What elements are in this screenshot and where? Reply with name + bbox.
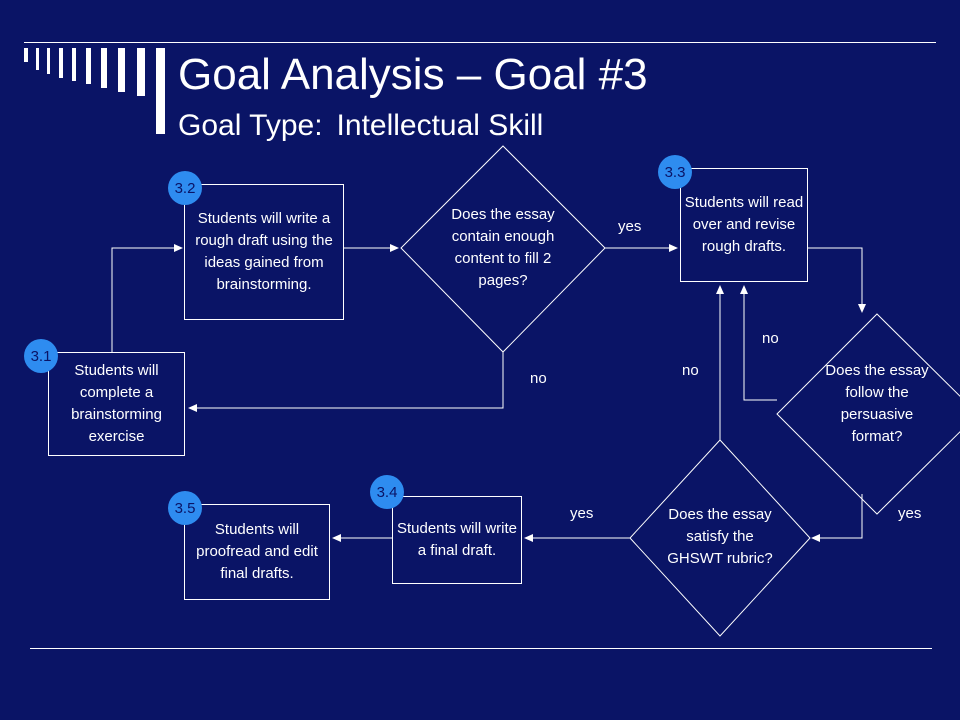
step-3-3-badge: 3.3 (658, 155, 692, 189)
step-3-3-box: Students will read over and revise rough… (680, 168, 808, 282)
decision-diamond-2 (776, 313, 960, 515)
slide-subtitle: Goal Type: Intellectual Skill (178, 108, 543, 144)
connector-decision-2-no (740, 285, 777, 401)
label-decision-3-no: no (682, 362, 699, 379)
label-decision-1-no: no (530, 370, 547, 387)
bottom-rule (30, 648, 932, 649)
label-decision-3-yes: yes (570, 505, 594, 522)
decision-3-text: Does the essay satisfy the GHSWT rubric? (667, 506, 773, 567)
slide-title: Goal Analysis – Goal #3 (178, 50, 648, 99)
step-3-4-text: Students will write a final draft. (396, 520, 518, 559)
connector-3-3-to-decision-2 (808, 247, 866, 313)
step-3-5-box: Students will proofread and edit final d… (184, 504, 330, 600)
step-3-2-text: Students will write a rough draft using … (195, 210, 333, 293)
step-3-1-badge: 3.1 (24, 339, 58, 373)
decision-2-text: Does the essay follow the persuasive for… (825, 362, 929, 445)
connector-3-1-to-3-2 (111, 244, 183, 352)
step-3-5-text: Students will proofread and edit final d… (196, 521, 318, 582)
connector-decision-2-yes (811, 494, 863, 542)
goal-type-value: Intellectual Skill (336, 109, 544, 142)
step-3-5-badge: 3.5 (168, 491, 202, 525)
step-3-4-badge: 3.4 (370, 475, 404, 509)
decision-diamond-3 (629, 439, 811, 637)
step-3-2-box: Students will write a rough draft using … (184, 184, 344, 320)
step-3-1-text: Students will complete a brainstorming e… (71, 362, 162, 445)
decision-1-text: Does the essay contain enough content to… (451, 206, 555, 289)
top-rule (24, 42, 936, 43)
connector-decision-1-no (188, 352, 504, 412)
step-3-4-box: Students will write a final draft. (392, 496, 522, 584)
step-3-3-text: Students will read over and revise rough… (684, 194, 804, 255)
step-3-1-box: Students will complete a brainstorming e… (48, 352, 185, 456)
step-3-2-badge: 3.2 (168, 171, 202, 205)
label-decision-2-yes: yes (898, 505, 922, 522)
label-decision-1-yes: yes (618, 218, 642, 235)
goal-type-label: Goal Type: (178, 109, 323, 142)
label-decision-2-no: no (762, 330, 779, 347)
